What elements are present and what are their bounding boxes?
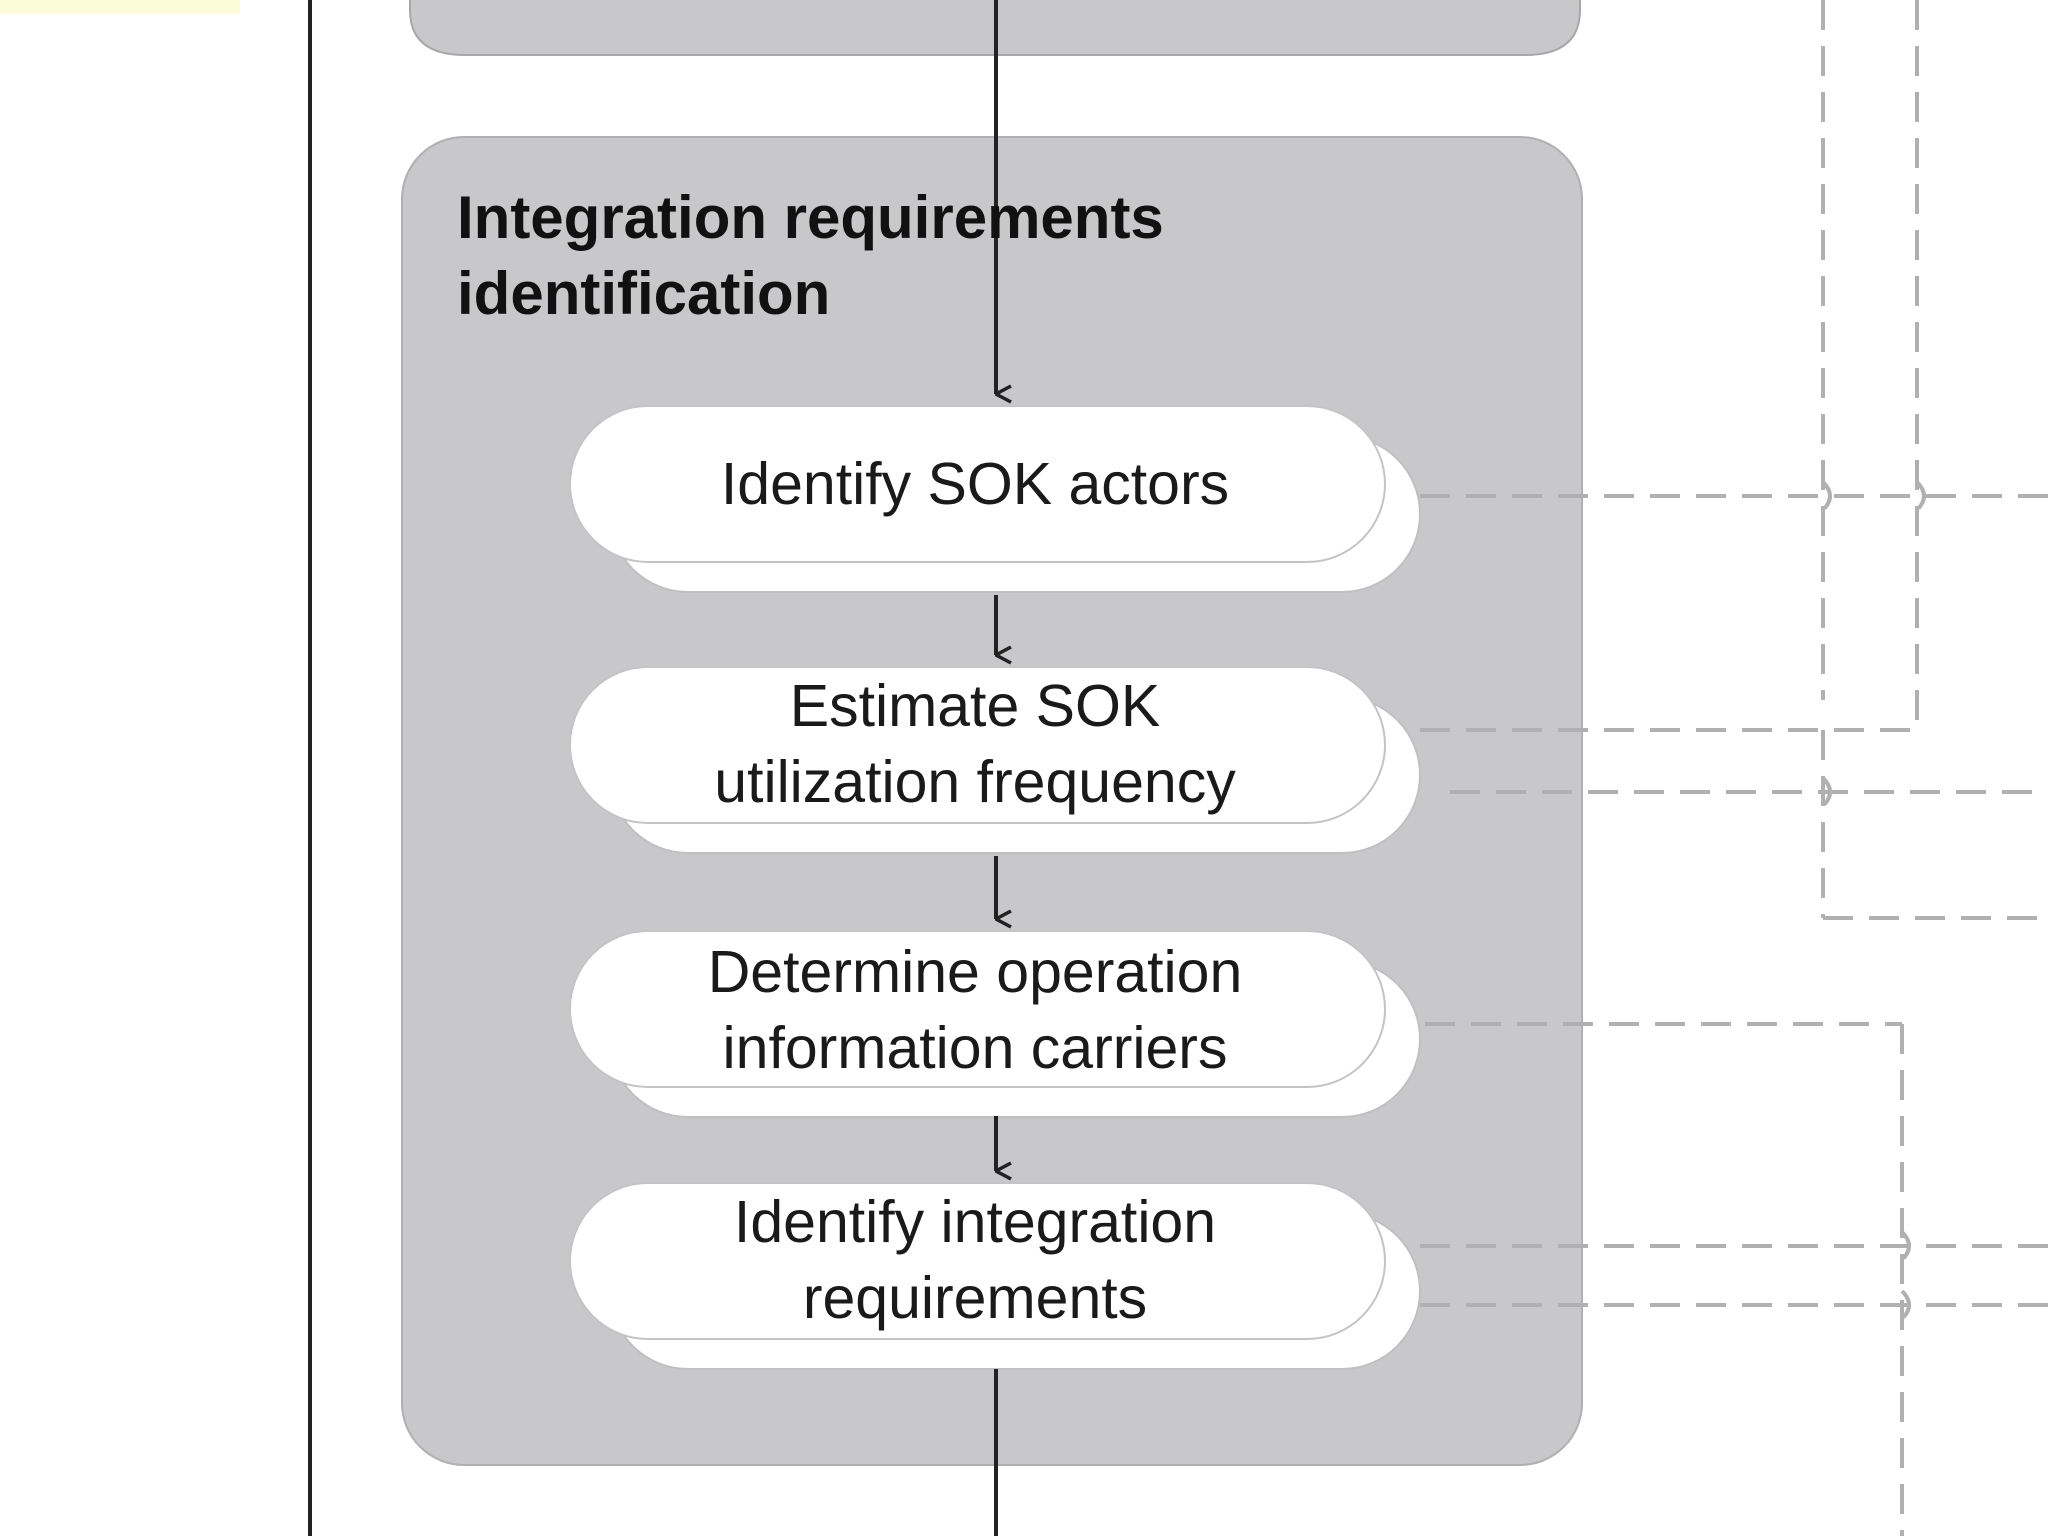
step-label-identify-requirements: Identify integration requirements [733, 1189, 1217, 1331]
step-label-estimate-utilization: Estimate SOK utilization frequency [714, 673, 1236, 815]
highlight-mark [0, 0, 240, 14]
group-title: Integration requirements identification [457, 184, 1164, 327]
step-box-identify-requirements[interactable] [569, 1182, 1386, 1340]
step-label-determine-carriers: Determine operation information carriers [707, 939, 1243, 1081]
step-box-identify-sok-actors[interactable] [569, 405, 1386, 563]
step-box-estimate-utilization[interactable] [569, 666, 1386, 824]
step-label-identify-sok-actors: Identify SOK actors [720, 451, 1230, 517]
step-box-determine-carriers[interactable] [569, 930, 1386, 1088]
dashed-connectors [1420, 0, 2048, 1536]
